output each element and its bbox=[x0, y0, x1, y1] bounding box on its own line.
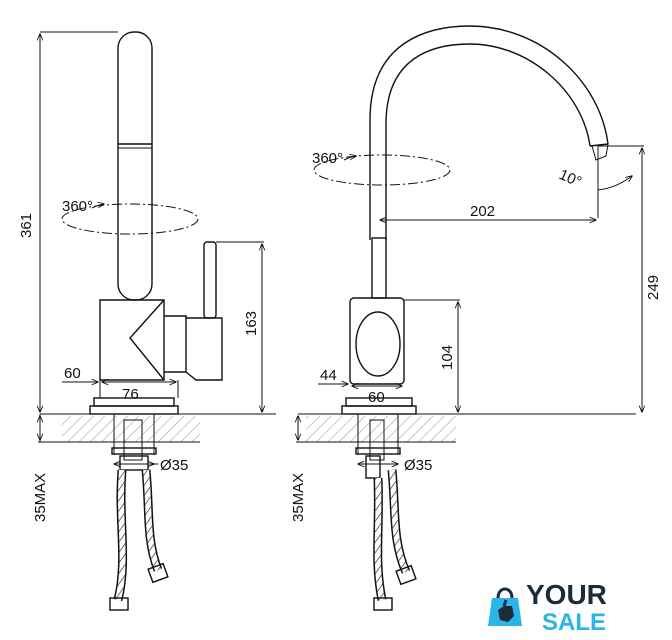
logo-word-top: YOUR bbox=[526, 579, 607, 610]
right-reach-label: 202 bbox=[470, 203, 495, 220]
right-spout-height-label: 249 bbox=[645, 275, 662, 300]
right-rotation-ellipse bbox=[313, 154, 451, 186]
left-height-total-label: 361 bbox=[18, 213, 35, 238]
left-hole-diameter-label: Ø35 bbox=[160, 457, 188, 474]
right-body bbox=[349, 297, 405, 385]
left-hose-1 bbox=[115, 469, 126, 601]
right-tilt-angle-label: 10° bbox=[556, 166, 584, 191]
right-hole-diameter-label: Ø35 bbox=[404, 457, 432, 474]
right-view: 360° 10° 202 249 bbox=[290, 25, 662, 611]
left-body-width-label: 60 bbox=[64, 365, 81, 382]
left-base-width-label: 76 bbox=[122, 386, 139, 403]
left-rotation-label: 360° bbox=[62, 198, 93, 215]
right-handle bbox=[355, 311, 401, 377]
left-hose-2 bbox=[143, 469, 161, 572]
your-sale-logo: YOUR SALE bbox=[488, 579, 607, 634]
shopping-bag-icon bbox=[488, 587, 522, 626]
left-handle-height-label: 163 bbox=[243, 311, 260, 336]
right-rotation-label: 360° bbox=[312, 150, 343, 167]
right-max-thickness-label: 35MAX bbox=[290, 473, 307, 522]
left-view: 360° 361 163 60 bbox=[18, 31, 276, 611]
left-spout bbox=[117, 31, 153, 301]
left-threaded-rod bbox=[123, 419, 143, 461]
right-body-width-label: 44 bbox=[320, 367, 337, 384]
left-max-thickness-label: 35MAX bbox=[32, 473, 49, 522]
left-handle-lever bbox=[203, 241, 217, 319]
right-gooseneck-spout bbox=[369, 25, 609, 240]
right-base-width-label: 60 bbox=[368, 389, 385, 406]
logo-word-bottom: SALE bbox=[542, 609, 606, 634]
right-threaded-rod bbox=[369, 419, 385, 461]
right-hose-1 bbox=[374, 477, 385, 601]
right-hose-2 bbox=[389, 469, 409, 574]
left-rotation-ellipse bbox=[61, 203, 199, 235]
right-body-height-label: 104 bbox=[439, 345, 456, 370]
